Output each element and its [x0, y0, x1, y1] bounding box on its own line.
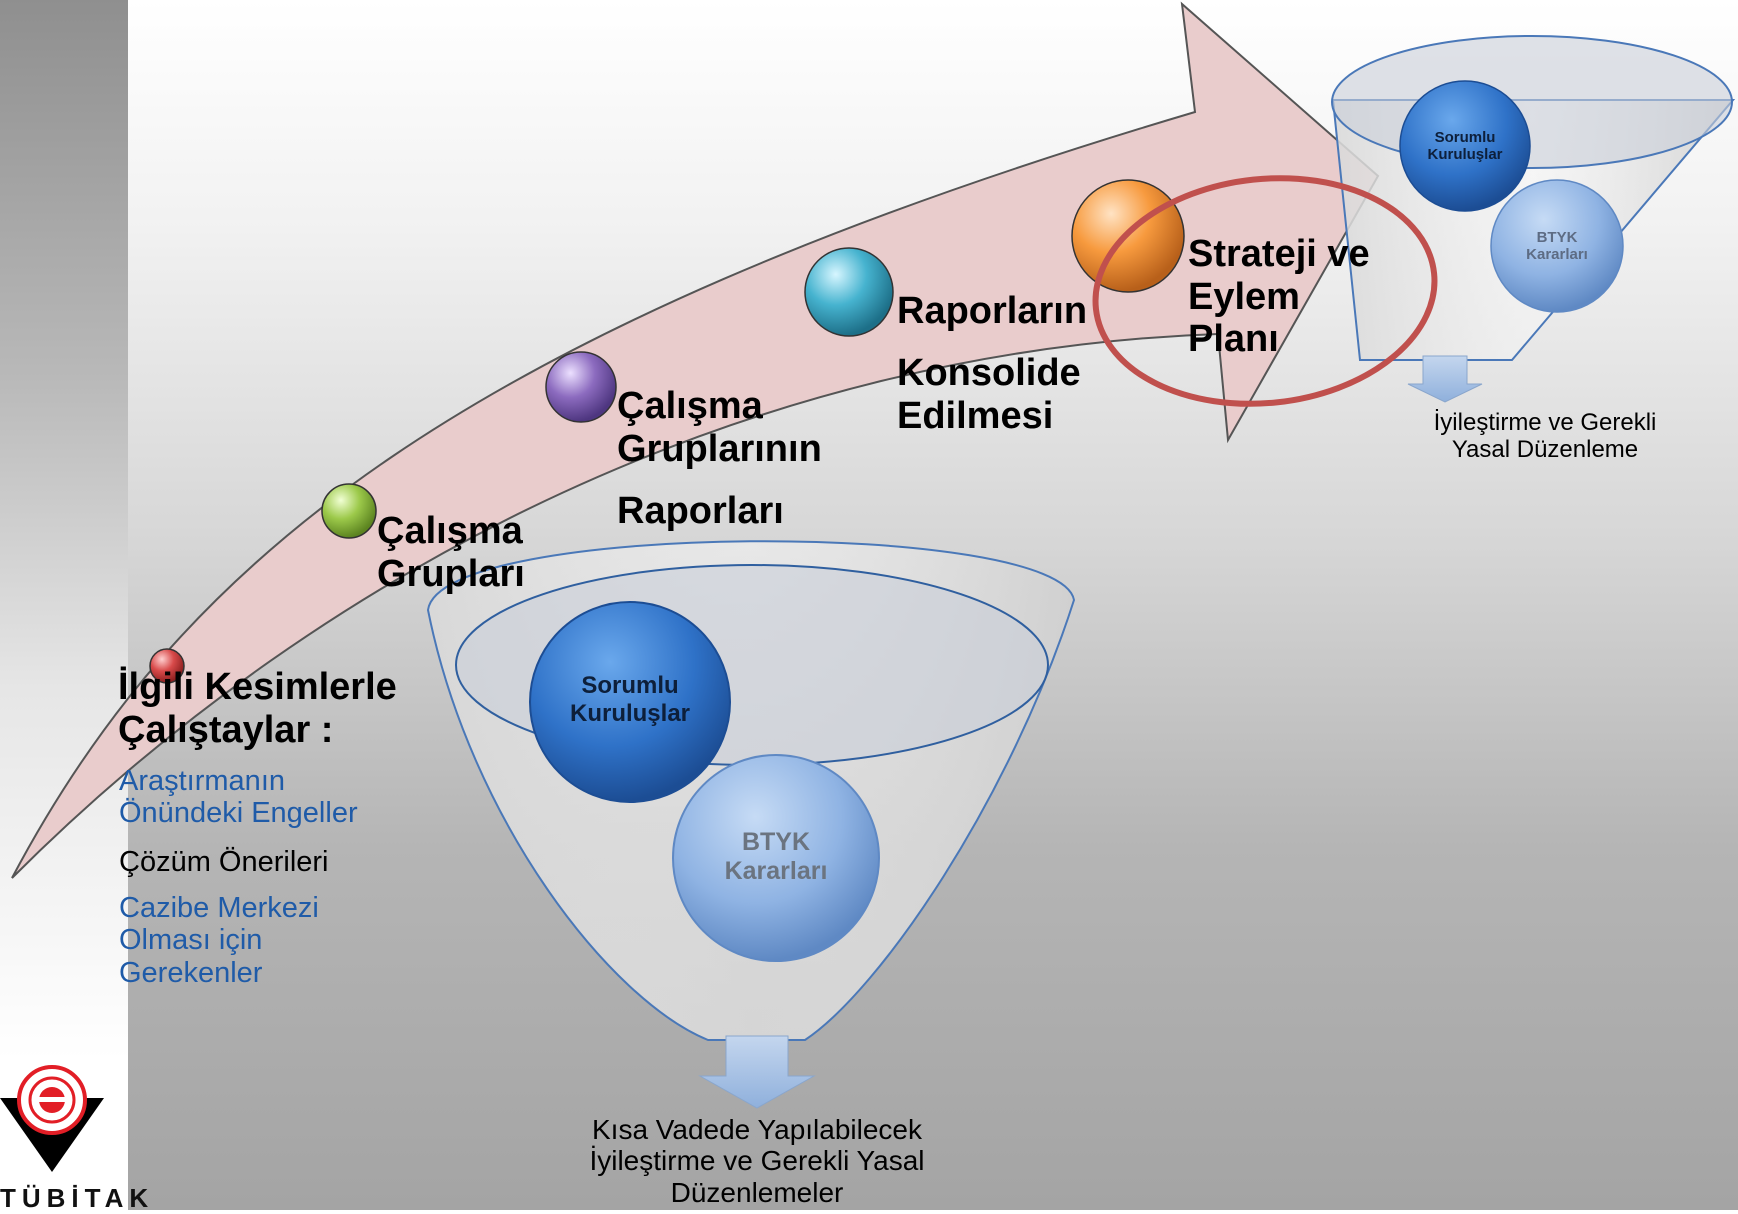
step-label-strategy: Strateji ve Eylem Planı — [1188, 233, 1370, 361]
workshop-item-attraction: Cazibe Merkezi Olması için Gerekenler — [119, 892, 319, 989]
tubitak-logo-text: TÜBİTAK — [0, 1183, 155, 1213]
step-ball-1 — [149, 648, 185, 684]
large-funnel — [426, 540, 1076, 1109]
step-label-working-groups: Çalışma Grupları — [377, 510, 525, 595]
step-label-group-reports-2: Raporları — [617, 490, 784, 532]
step-ball-4 — [804, 247, 894, 337]
tubitak-logo-icon — [0, 1065, 104, 1172]
step-label-consolidation: Raporların — [897, 290, 1088, 332]
process-arrow — [11, 1, 1380, 879]
step-label-consolidation-2: Konsolide Edilmesi — [897, 352, 1081, 437]
step-label-workshops: İlgili Kesimlerle Çalıştaylar : — [118, 666, 397, 751]
small-funnel-output: İyileştirme ve Gerekli Yasal Düzenleme — [1433, 409, 1657, 463]
large-funnel-output: Kısa Vadede Yapılabilecek İyileştirme ve… — [589, 1114, 925, 1208]
large-funnel-ball-responsible: Sorumlu Kuruluşlar — [569, 672, 691, 727]
step-label-group-reports: Çalışma Gruplarının — [617, 385, 822, 470]
step-ball-2 — [321, 483, 377, 539]
small-funnel — [1331, 35, 1736, 403]
workshop-item-obstacles: Araştırmanın Önündeki Engeller — [119, 765, 358, 830]
large-funnel-ball-btyk: BTYK Kararları — [724, 828, 828, 885]
small-funnel-ball-btyk: BTYK Kararları — [1526, 229, 1588, 264]
left-sidebar-band — [0, 0, 128, 1060]
step-ball-3 — [545, 351, 617, 423]
small-funnel-ball-responsible: Sorumlu Kuruluşlar — [1427, 129, 1503, 164]
highlight-ring — [1092, 175, 1438, 407]
workshop-item-solutions: Çözüm Önerileri — [119, 846, 329, 878]
